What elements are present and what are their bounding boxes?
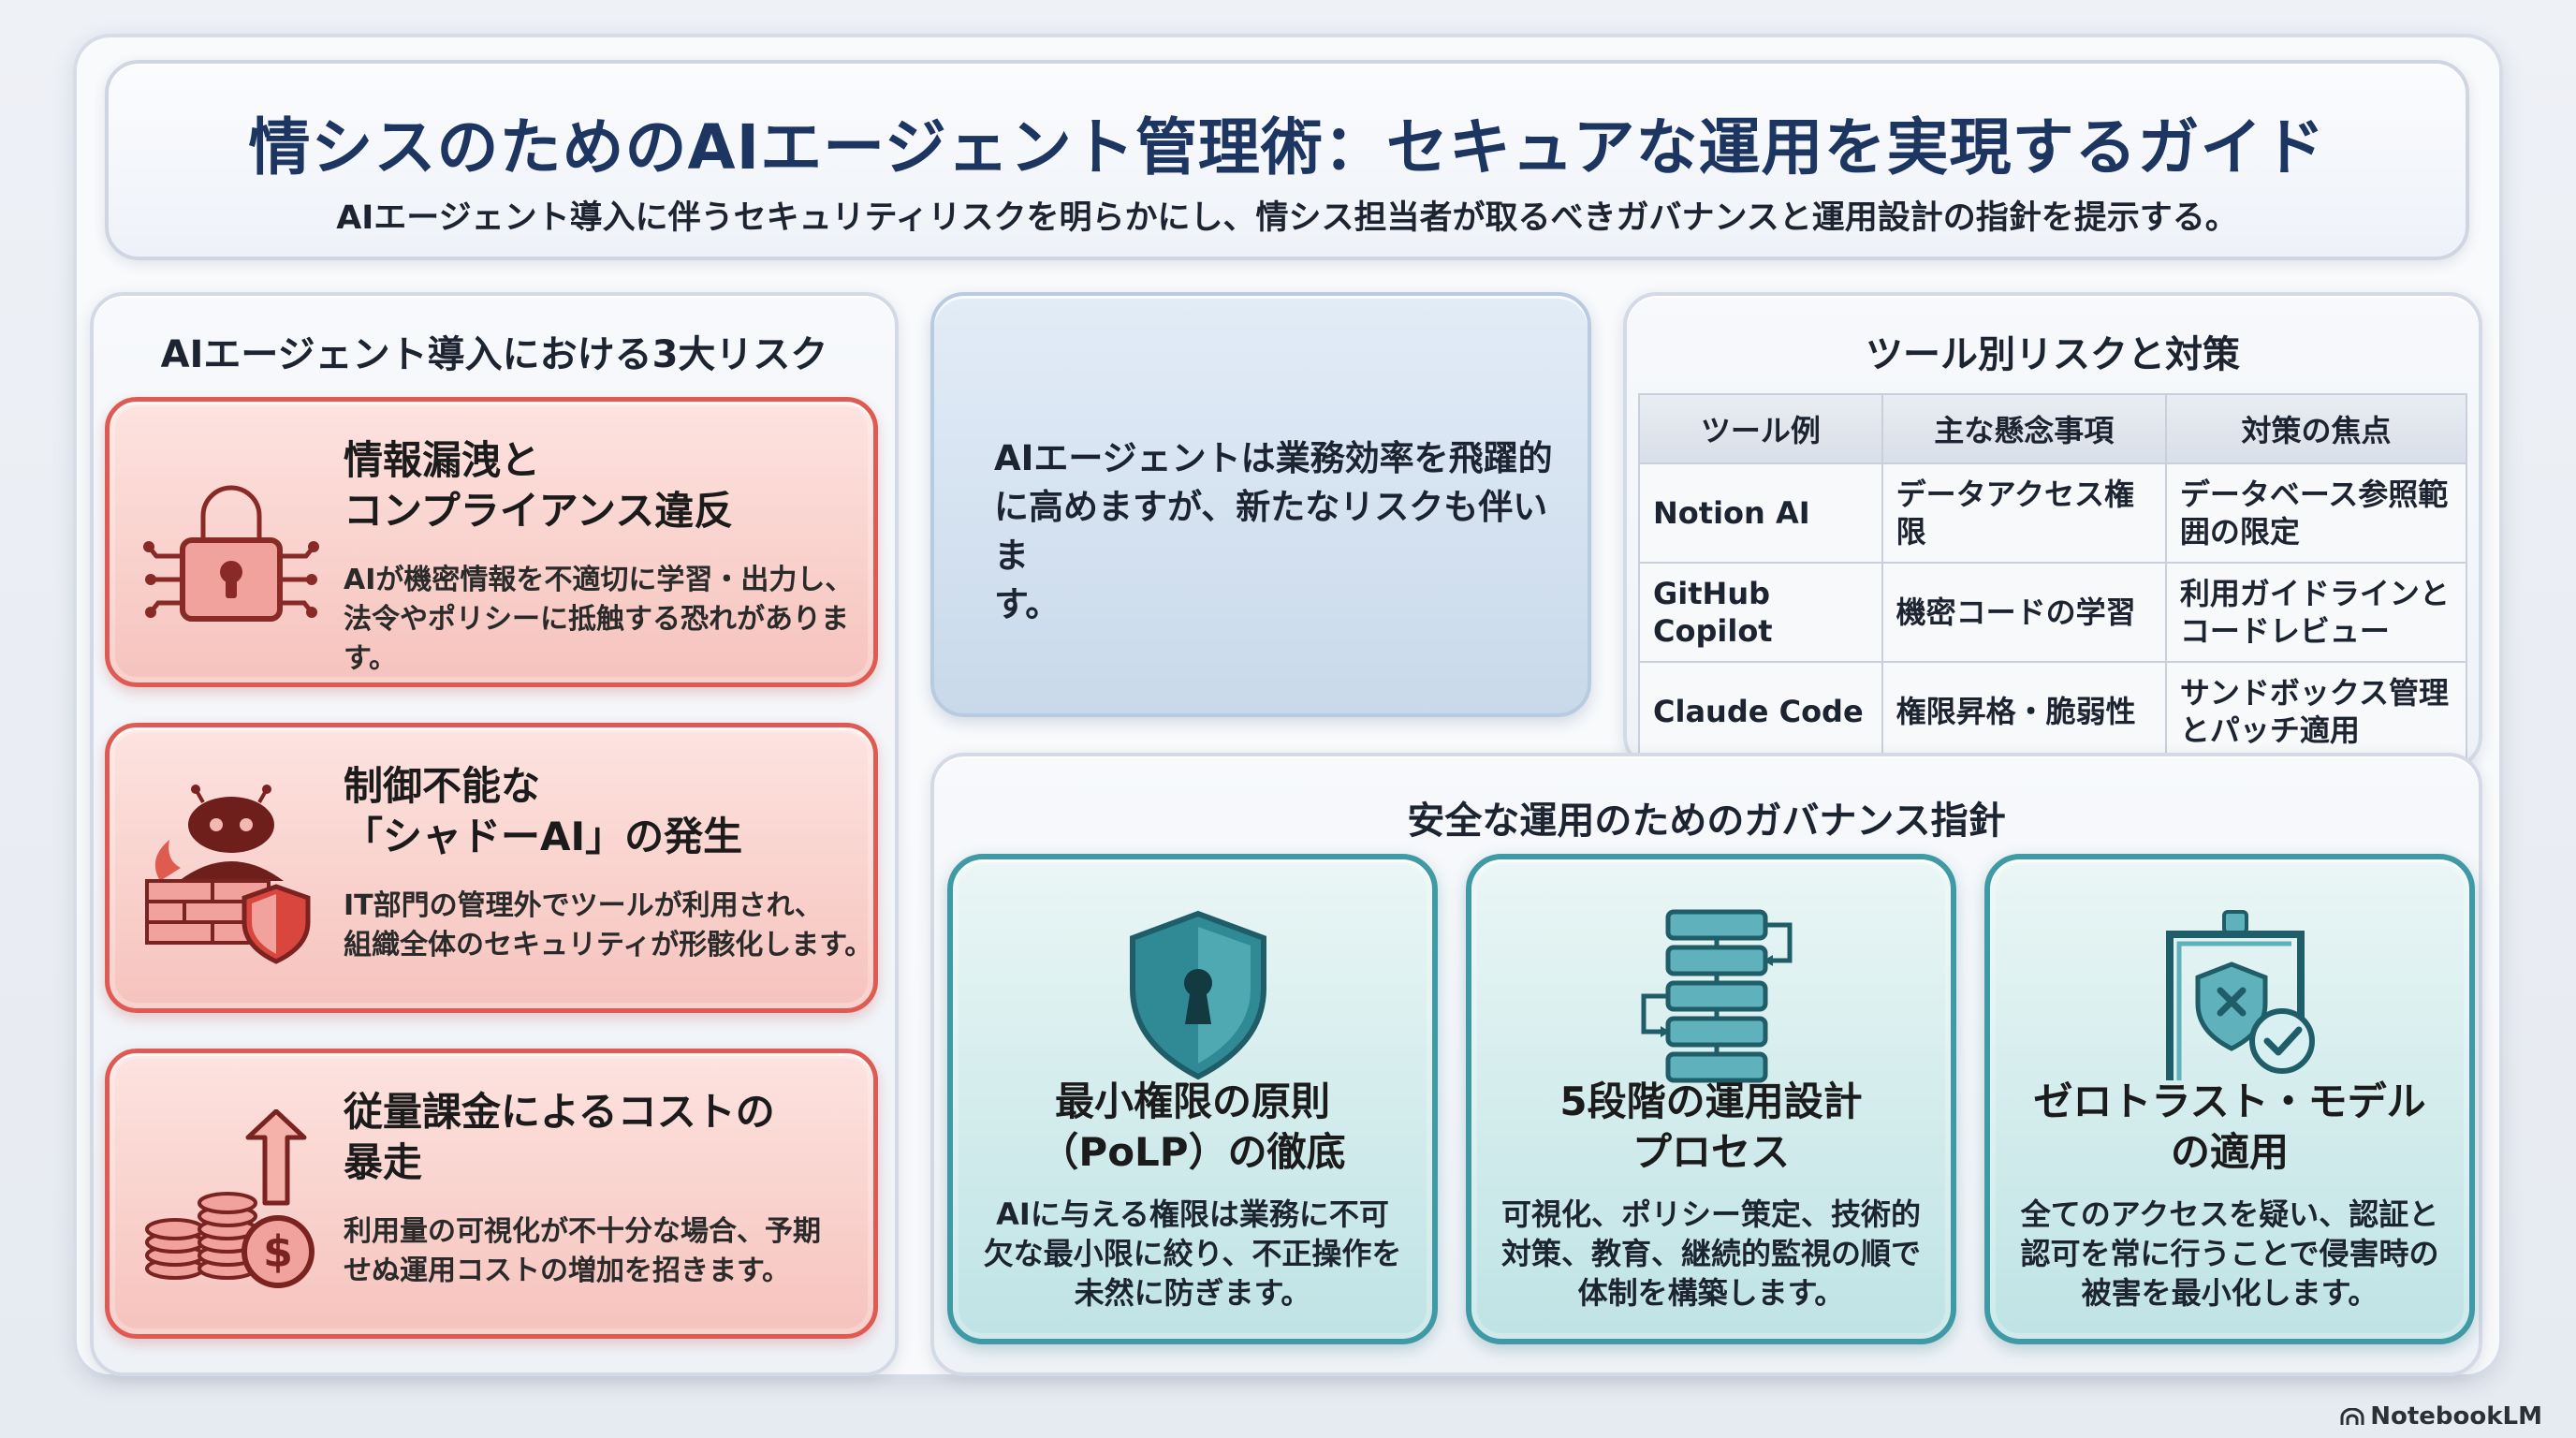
process-flow-icon [1641, 909, 1793, 1083]
column-header: ツール例 [1638, 393, 1883, 464]
header-panel: 情シスのためのAIエージェント管理術：セキュアな運用を実現するガイド AIエージ… [105, 60, 2469, 260]
table-header-row: ツール例 主な懸念事項 対策の焦点 [1638, 393, 2468, 464]
risk-desc: 利用量の可視化が不十分な場合、予期 せぬ運用コストの増加を招きます。 [344, 1215, 821, 1287]
risk-card-cost-runaway: $ 従量課金によるコストの 暴走 利用量の可視化が不十分な場合、予期 せぬ運用コ… [105, 1049, 878, 1339]
gov-desc: 全てのアクセスを疑い、認証と 認可を常に行うことで侵害時の 被害を最小化します。 [2020, 1196, 2439, 1311]
risk-title: 情報漏洩と コンプライアンス違反 [344, 437, 734, 534]
table-cell: サンドボックス管理 とパッチ適用 [2164, 661, 2468, 762]
shadow-robot-firewall-icon [145, 785, 311, 964]
table-row: Notion AI データアクセス権限 データベース参照範 囲の限定 [1638, 462, 2468, 564]
table-cell: Notion AI [1638, 462, 1883, 564]
table-cell: 機密コードの学習 [1881, 562, 2167, 663]
notebooklm-logo-icon [2340, 1407, 2364, 1425]
lock-circuit-icon [143, 485, 319, 622]
intro-card: AIエージェントは業務効率を飛躍的 に高めますが、新たなリスクも伴いま す。 [930, 292, 1591, 717]
table-row: GitHub Copilot 機密コードの学習 利用ガイドラインと コードレビュ… [1638, 562, 2468, 663]
shield-keyhole-icon [1130, 910, 1266, 1080]
notebooklm-brand: NotebookLM [2340, 1402, 2542, 1431]
table-cell: 利用ガイドラインと コードレビュー [2164, 562, 2468, 663]
intro-text: AIエージェントは業務効率を飛躍的 に高めますが、新たなリスクも伴いま す。 [994, 438, 1553, 624]
risk-card-data-leak: 情報漏洩と コンプライアンス違反 AIが機密情報を不適切に学習・出力し、 法令や… [105, 397, 878, 687]
table-row: Claude Code 権限昇格・脆弱性 サンドボックス管理 とパッチ適用 [1638, 661, 2468, 762]
risk-title: 従量課金によるコストの 暴走 [344, 1089, 775, 1185]
gov-card-five-step-process: 5段階の運用設計 プロセス 可視化、ポリシー策定、技術的 対策、教育、継続的監視… [1466, 854, 1956, 1344]
risk-desc: AIが機密情報を不適切に学習・出力し、 法令やポリシーに抵触する恐れがあります。 [344, 564, 854, 675]
zero-trust-gate-icon [2166, 910, 2315, 1080]
gov-title: ゼロトラスト・モデル の適用 [2033, 1078, 2426, 1175]
table-cell: Claude Code [1638, 661, 1883, 762]
table-cell: データアクセス権限 [1881, 462, 2167, 564]
gov-desc: AIに与える権限は業務に不可 欠な最小限に絞り、不正操作を 未然に防ぎます。 [983, 1196, 1402, 1311]
gov-card-least-privilege: 最小権限の原則 （PoLP）の徹底 AIに与える権限は業務に不可 欠な最小限に絞… [947, 854, 1438, 1344]
table-cell: GitHub Copilot [1638, 562, 1883, 663]
tools-panel-title: ツール別リスクと対策 [1866, 333, 2240, 376]
column-header: 対策の焦点 [2164, 393, 2468, 464]
risks-panel-title: AIエージェント導入における3大リスク [160, 333, 828, 376]
table-cell: データベース参照範 囲の限定 [2164, 462, 2468, 564]
column-header: 主な懸念事項 [1881, 393, 2167, 464]
risk-title: 制御不能な 「シャドーAI」の発生 [344, 763, 743, 859]
page-subtitle: AIエージェント導入に伴うセキュリティリスクを明らかにし、情シス担当者が取るべき… [336, 199, 2238, 237]
tools-table: ツール例 主な懸念事項 対策の焦点 Notion AI データアクセス権限 デー… [1638, 393, 2468, 762]
risk-card-shadow-ai: 制御不能な 「シャドーAI」の発生 IT部門の管理外でツールが利用され、 組織全… [105, 723, 878, 1013]
gov-title: 最小権限の原則 （PoLP）の徹底 [1039, 1078, 1346, 1175]
table-cell: 権限昇格・脆弱性 [1881, 661, 2167, 762]
rising-coins-icon: $ [145, 1109, 315, 1288]
gov-desc: 可視化、ポリシー策定、技術的 対策、教育、継続的監視の順で 体制を構築します。 [1500, 1196, 1921, 1311]
gov-title: 5段階の運用設計 プロセス [1559, 1078, 1863, 1175]
risk-desc: IT部門の管理外でツールが利用され、 組織全体のセキュリティが形骸化します。 [344, 889, 873, 961]
page-title: 情シスのためのAIエージェント管理術：セキュアな運用を実現するガイド [248, 111, 2326, 183]
gov-card-zero-trust: ゼロトラスト・モデル の適用 全てのアクセスを疑い、認証と 認可を常に行うことで… [1984, 854, 2475, 1344]
svg-text:$: $ [263, 1226, 293, 1277]
brand-label: NotebookLM [2370, 1402, 2542, 1431]
governance-panel-title: 安全な運用のためのガバナンス指針 [1407, 800, 2006, 843]
